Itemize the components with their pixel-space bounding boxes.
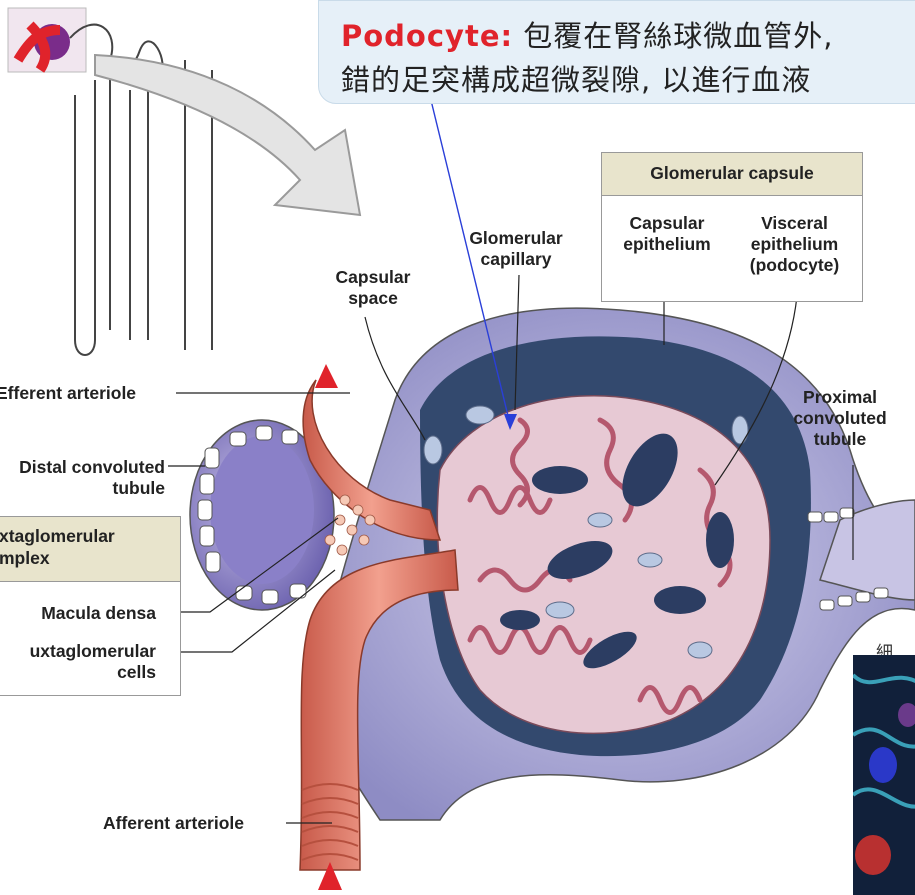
capsular-epithelium-label: Capsular epithelium (612, 213, 722, 255)
fluorescence-micrograph (853, 655, 915, 895)
distal-convoluted-tubule-label: Distal convoluted tubule (19, 457, 165, 499)
glomerular-capsule-title: Glomerular capsule (602, 163, 862, 184)
juxtaglomerular-cells-line-1: uxtaglomerular (30, 641, 156, 662)
juxtaglomerular-complex-header: xtaglomerular mplex (0, 517, 180, 582)
proximal-tubule-line-1: Proximal (788, 387, 892, 408)
juxtaglomerular-cells-label: uxtaglomerular cells (30, 641, 156, 683)
capsular-epithelium-line-2: epithelium (612, 234, 722, 255)
distal-tubule-line-2: tubule (19, 478, 165, 499)
capsular-epithelium-line-1: Capsular (612, 213, 722, 234)
glomerular-capillary-line-2: capillary (452, 249, 580, 270)
glomerular-capillary-label: Glomerular capillary (452, 228, 580, 270)
micrograph-art (853, 655, 915, 895)
juxtaglomerular-cells-line-2: cells (30, 662, 156, 683)
proximal-tubule-line-3: tubule (788, 429, 892, 450)
distal-tubule-line-1: Distal convoluted (19, 457, 165, 478)
callout-term: Podocyte: (341, 19, 513, 53)
capsular-space-line-1: Capsular (328, 267, 418, 288)
proximal-tubule-line-2: convoluted (788, 408, 892, 429)
visceral-epithelium-line-1: Visceral (732, 213, 857, 234)
visceral-epithelium-line-3: (podocyte) (732, 255, 857, 276)
podocyte-callout: Podocyte: 包覆在腎絲球微血管外, 錯的足突構成超微裂隙, 以進行血液 (318, 0, 915, 104)
visceral-epithelium-label: Visceral epithelium (podocyte) (732, 213, 857, 276)
juxtaglomerular-title-line-2: mplex (0, 548, 50, 569)
efferent-arrow (315, 364, 338, 388)
efferent-arteriole-label: Efferent arteriole (0, 383, 136, 404)
callout-line-1-text: 包覆在腎絲球微血管外, (513, 19, 833, 53)
callout-line-1: Podocyte: 包覆在腎絲球微血管外, (341, 13, 834, 55)
glomerular-capsule-table: Glomerular capsule Capsular epithelium V… (601, 152, 863, 302)
juxtaglomerular-title-line-1: xtaglomerular (0, 526, 115, 547)
macula-densa-label: Macula densa (41, 603, 156, 624)
visceral-epithelium-line-2: epithelium (732, 234, 857, 255)
capsular-space-line-2: space (328, 288, 418, 309)
afferent-arteriole-label: Afferent arteriole (103, 813, 244, 834)
proximal-convoluted-tubule-label: Proximal convoluted tubule (788, 387, 892, 450)
callout-line-2: 錯的足突構成超微裂隙, 以進行血液 (341, 57, 811, 99)
glomerular-capillary-line-1: Glomerular (452, 228, 580, 249)
glomerular-capsule-header: Glomerular capsule (602, 153, 862, 196)
capsular-space-label: Capsular space (328, 267, 418, 309)
distal-tubule-lumen (210, 436, 314, 584)
juxtaglomerular-complex-table: xtaglomerular mplex Macula densa uxtaglo… (0, 516, 181, 696)
